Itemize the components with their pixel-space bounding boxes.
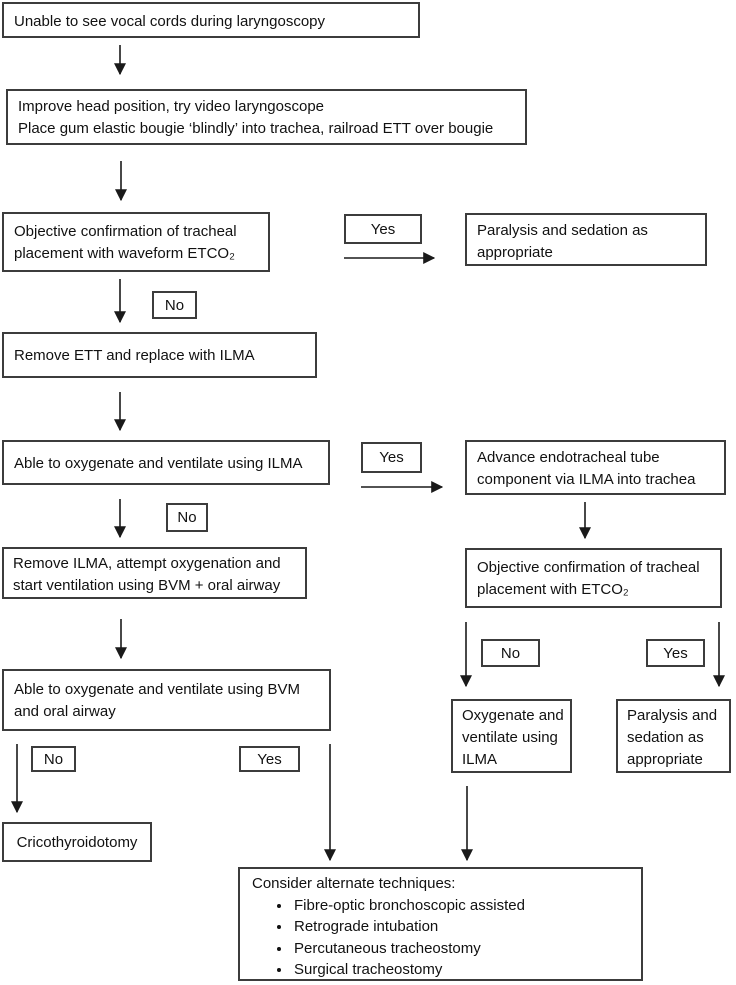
consider-item: Surgical tracheostomy — [292, 959, 635, 981]
yes-label: Yes — [370, 220, 396, 238]
node-improve-head-position: Improve head position, try video laryngo… — [6, 89, 527, 145]
node-able-ilma-text: Able to oxygenate and ventilate using IL… — [14, 455, 303, 472]
node-improve-line2: Place gum elastic bougie ‘blindly’ into … — [18, 120, 494, 137]
node-advance-endotracheal-tube: Advance endotracheal tube component via … — [465, 440, 726, 495]
decision-label-no-3: No — [481, 639, 540, 667]
node-objective-waveform-text: Objective confirmation of tracheal place… — [14, 223, 237, 262]
node-paralysis-sedation-bottom: Paralysis and sedation as appropriate — [616, 699, 731, 773]
decision-label-no-4: No — [31, 746, 76, 772]
decision-label-yes-4: Yes — [239, 746, 300, 772]
node-able-bvm-text: Able to oxygenate and ventilate using BV… — [14, 681, 301, 720]
node-paralysis-top-text: Paralysis and sedation as appropriate — [477, 222, 648, 261]
consider-title: Consider alternate techniques: — [252, 875, 456, 892]
node-remove-ilma-bvm: Remove ILMA, attempt oxygenation and sta… — [2, 547, 307, 599]
node-oxygenate-ventilate-ilma: Oxygenate and ventilate using ILMA — [451, 699, 572, 773]
consider-item: Retrograde intubation — [292, 916, 635, 938]
node-remove-ett-text: Remove ETT and replace with ILMA — [14, 347, 255, 364]
yes-label: Yes — [257, 750, 282, 768]
no-label: No — [43, 750, 64, 768]
consider-item: Fibre-optic bronchoscopic assisted — [292, 895, 635, 917]
node-cricothyroidotomy-text: Cricothyroidotomy — [16, 833, 138, 851]
no-label: No — [500, 644, 521, 662]
node-consider-alternate-techniques: Consider alternate techniques: Fibre-opt… — [238, 867, 643, 981]
node-cricothyroidotomy: Cricothyroidotomy — [2, 822, 152, 862]
node-oxygenate-ilma-text: Oxygenate and ventilate using ILMA — [462, 707, 564, 768]
node-able-oxygenate-bvm: Able to oxygenate and ventilate using BV… — [2, 669, 331, 731]
no-label: No — [177, 509, 197, 526]
node-able-oxygenate-ilma: Able to oxygenate and ventilate using IL… — [2, 440, 330, 485]
node-paralysis-bottom-text: Paralysis and sedation as appropriate — [627, 707, 718, 768]
node-advance-ett-text: Advance endotracheal tube component via … — [477, 449, 696, 488]
node-objective-etco2-text: Objective confirmation of tracheal place… — [477, 559, 700, 598]
decision-label-yes-2: Yes — [361, 442, 422, 473]
decision-label-no-1: No — [152, 291, 197, 319]
node-objective-confirmation-etco2: Objective confirmation of tracheal place… — [465, 548, 722, 608]
node-objective-confirmation-waveform: Objective confirmation of tracheal place… — [2, 212, 270, 272]
node-paralysis-sedation-top: Paralysis and sedation as appropriate — [465, 213, 707, 266]
node-unable-to-see-vocal-cords: Unable to see vocal cords during laryngo… — [2, 2, 420, 38]
node-remove-ett: Remove ETT and replace with ILMA — [2, 332, 317, 378]
node-unable-text: Unable to see vocal cords during laryngo… — [14, 13, 326, 30]
yes-label: Yes — [663, 644, 688, 662]
decision-label-yes-1: Yes — [344, 214, 422, 244]
node-remove-ilma-text: Remove ILMA, attempt oxygenation and sta… — [13, 555, 281, 594]
consider-item: Percutaneous tracheostomy — [292, 938, 635, 960]
consider-list: Fibre-optic bronchoscopic assisted Retro… — [252, 895, 635, 981]
decision-label-no-2: No — [166, 503, 208, 532]
decision-label-yes-3: Yes — [646, 639, 705, 667]
yes-label: Yes — [379, 449, 404, 466]
no-label: No — [164, 296, 185, 314]
node-improve-line1: Improve head position, try video laryngo… — [18, 98, 325, 115]
